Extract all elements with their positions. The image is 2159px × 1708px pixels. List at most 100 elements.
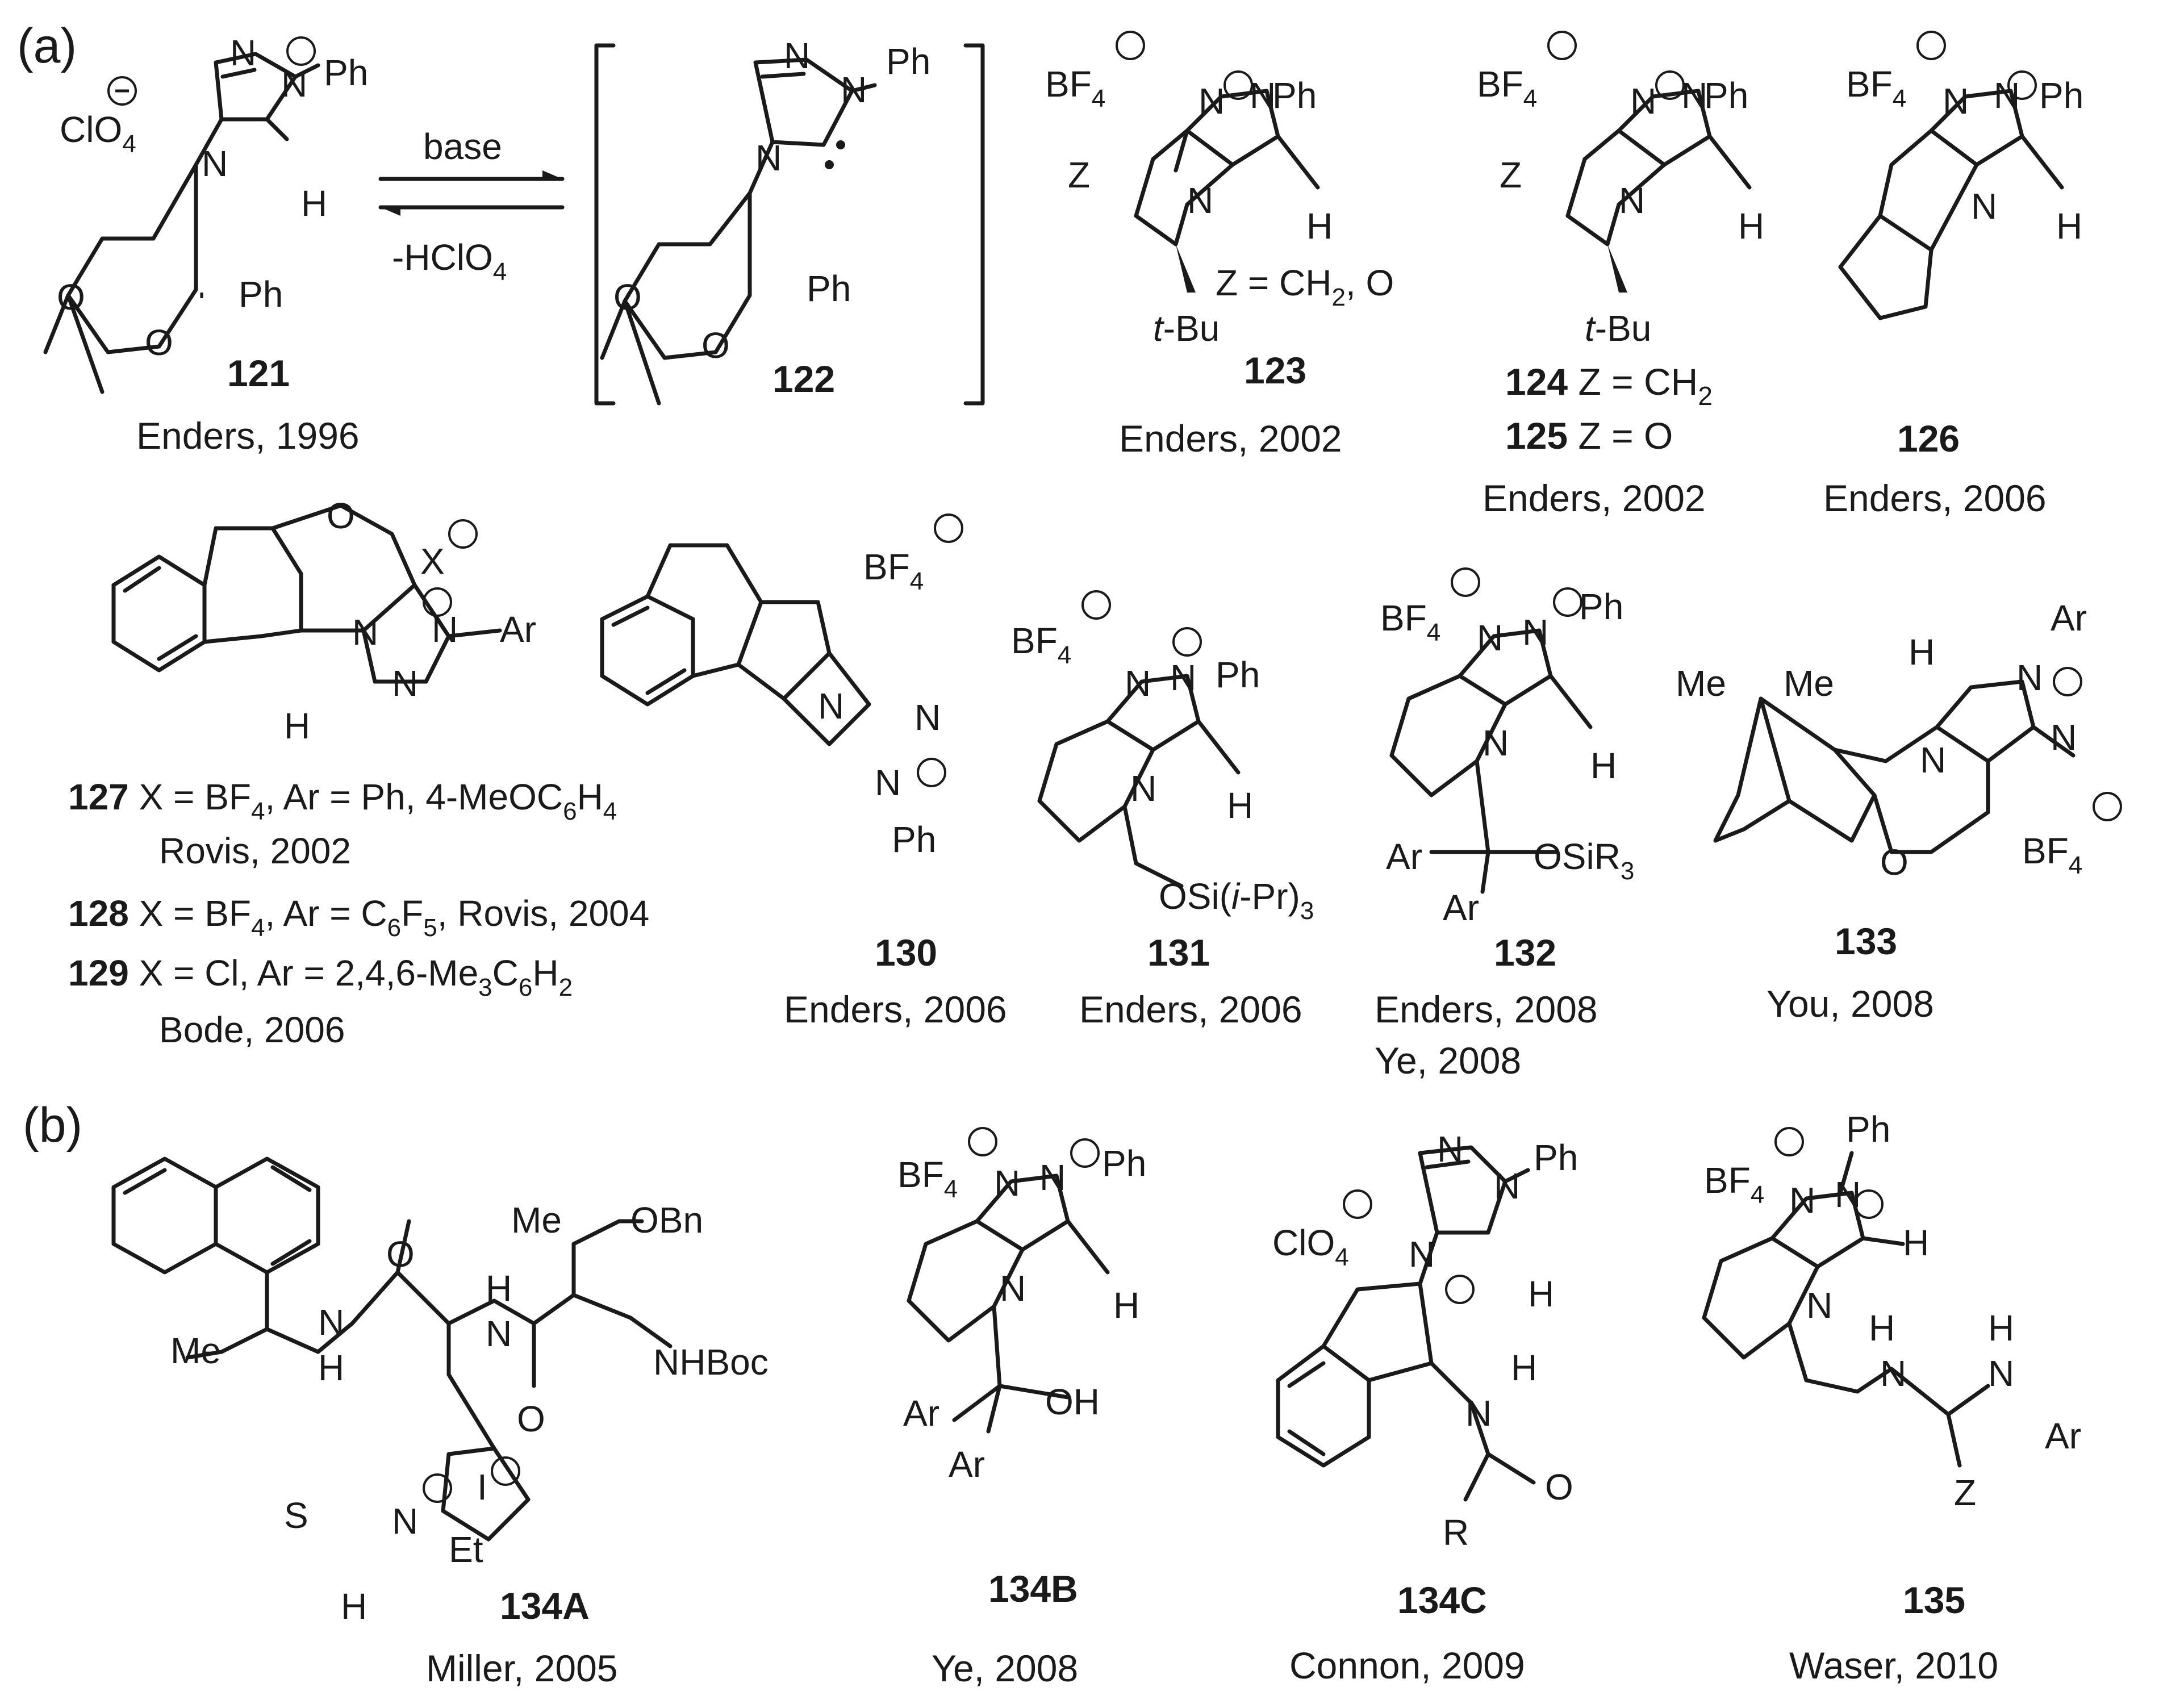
atom-N-124c: N (1619, 180, 1645, 221)
atom-N-121c: N (202, 143, 228, 184)
atom-H-133: H (1909, 632, 1935, 673)
atom-NHBoc-134A: NHBoc (653, 1342, 769, 1383)
atom-H-134A-a: H (318, 1347, 344, 1388)
atom-Et-134A: Et (449, 1529, 483, 1570)
atom-N-132a: N (1477, 617, 1503, 658)
atom-N-122a: N (784, 35, 810, 76)
atom-N-135e: N (1988, 1353, 2014, 1394)
atom-N-123c: N (1187, 180, 1213, 221)
structure-130: BF4 N N N Ph 130 Enders, 2006 (600, 513, 1007, 1030)
atom-N-133a: N (1920, 740, 1946, 780)
atom-N-126b: N (1994, 75, 2020, 116)
atom-N-134A-a: N (318, 1302, 344, 1343)
label-129: 129 X = Cl, Ar = 2,4,6-Me3C6H2 (68, 953, 573, 1001)
atom-N-122c: N (755, 137, 782, 178)
compound-id-133: 133 (1835, 920, 1897, 962)
atom-Z-135: Z (1954, 1472, 1976, 1513)
atom-Ar-134B-b: Ar (949, 1444, 985, 1485)
structure-126: BF4 N N N Ph H 126 Enders, 2006 (1823, 31, 2083, 519)
compound-id-126: 126 (1897, 417, 1960, 460)
atom-BF4-135: BF4 (1704, 1160, 1764, 1209)
atom-N-121a: N (230, 32, 256, 73)
atom-H-135c: H (1988, 1308, 2014, 1348)
atom-tBu-124: t-Bu (1585, 308, 1651, 349)
atom-N-134B-c: N (1000, 1268, 1026, 1309)
structure-122: N N N Ph O O Ph 122 (594, 35, 985, 406)
atom-BF4-134B: BF4 (897, 1154, 958, 1203)
atom-N-123b: N (1250, 75, 1276, 116)
atom-N-134C-c: N (1409, 1234, 1435, 1275)
atom-OSi-131: OSi(i-Pr)3 (1159, 876, 1314, 925)
credit-127: Rovis, 2002 (159, 830, 351, 871)
atom-Ph-121: Ph (324, 52, 368, 93)
atom-N-132c: N (1483, 723, 1509, 763)
atom-BF4-126: BF4 (1846, 64, 1906, 112)
atom-Z-124: Z (1500, 154, 1522, 195)
atom-Ar-127: Ar (500, 609, 536, 650)
atom-N-135c: N (1806, 1285, 1832, 1326)
atom-Me-134A: Me (170, 1330, 221, 1371)
atom-BF4-133: BF4 (2022, 830, 2082, 879)
atom-ClO4-121: ClO4 (60, 109, 136, 158)
credit-123: Enders, 2002 (1119, 417, 1342, 460)
atom-H-124: H (1738, 206, 1764, 247)
atom-N-134A-b: N (486, 1313, 512, 1354)
atom-O-121b: O (145, 322, 173, 363)
compound-id-134C: 134C (1397, 1579, 1487, 1621)
panel-label-a: (a) (17, 19, 77, 73)
atom-N-124b: N (1681, 75, 1707, 116)
label-128: 128 X = BF4, Ar = C6F5, Rovis, 2004 (68, 893, 649, 942)
atom-N-132b: N (1522, 612, 1548, 653)
atom-Ph-135: Ph (1846, 1109, 1890, 1150)
structure-123: BF4 N N N Ph H Z t-Bu Z = CH2, O 123 End… (1045, 31, 1394, 460)
atom-Ar-135: Ar (2045, 1415, 2081, 1456)
atom-N-133c: N (2051, 717, 2077, 758)
atom-BF4-132: BF4 (1380, 598, 1440, 646)
atom-N-127c: N (392, 663, 418, 704)
atom-Ph-121b: Ph (239, 274, 283, 315)
atom-N-134B-b: N (1039, 1157, 1066, 1198)
atom-Ph-122: Ph (886, 41, 930, 82)
atom-N-131a: N (1125, 663, 1151, 704)
atom-N-126a: N (1943, 81, 1969, 122)
atom-H-134B: H (1113, 1285, 1139, 1326)
atom-Ph-130: Ph (892, 819, 936, 860)
atom-N-134C-a: N (1437, 1129, 1463, 1170)
atom-S-134A: S (284, 1495, 308, 1536)
atom-R-134C: R (1443, 1512, 1469, 1553)
atom-O-122b: O (701, 325, 730, 366)
atom-H-134A-c: H (341, 1586, 367, 1627)
atom-H-135b: H (1869, 1308, 1895, 1348)
atom-Me-133b: Me (1784, 663, 1834, 704)
atom-H-126: H (2056, 206, 2082, 247)
atom-N-130a: N (818, 686, 844, 726)
credit-134A: Miller, 2005 (426, 1647, 618, 1689)
atom-OSiR3-132: OSiR3 (1534, 836, 1634, 885)
atom-N-134A-c: N (392, 1501, 418, 1542)
atom-OH-134B: OH (1045, 1381, 1100, 1422)
atom-Ph-132: Ph (1579, 586, 1623, 627)
compound-id-132: 132 (1494, 932, 1556, 974)
atom-H-127: H (284, 705, 310, 746)
reaction-forward-label: base (423, 126, 502, 167)
atom-H-123: H (1306, 206, 1333, 247)
structure-121: ClO4 N N N Ph H O O Ph 121 Enders, 1996 (43, 32, 368, 457)
credit-133: You, 2008 (1767, 983, 1934, 1025)
atom-O-127: O (327, 495, 355, 536)
atom-BF4-123: BF4 (1045, 64, 1105, 112)
atom-Ph-134B: Ph (1102, 1143, 1146, 1184)
atom-H-134A-b: H (486, 1268, 512, 1309)
credit-121: Enders, 1996 (136, 415, 360, 457)
atom-Ph-124: Ph (1704, 75, 1748, 116)
atom-N-135d: N (1880, 1353, 1906, 1394)
atom-OBn-134A: OBn (630, 1200, 703, 1241)
atom-H-131: H (1227, 785, 1253, 826)
compound-id-131: 131 (1147, 932, 1210, 974)
label-124: 124 Z = CH2 (1505, 361, 1713, 411)
atom-N-130b: N (914, 697, 941, 738)
atom-O-121a: O (57, 277, 85, 318)
atom-N-126c: N (1971, 186, 1997, 227)
atom-BF4-130: BF4 (863, 546, 924, 595)
credit-131: Enders, 2006 (1079, 988, 1302, 1030)
atom-N-123a: N (1198, 81, 1225, 122)
